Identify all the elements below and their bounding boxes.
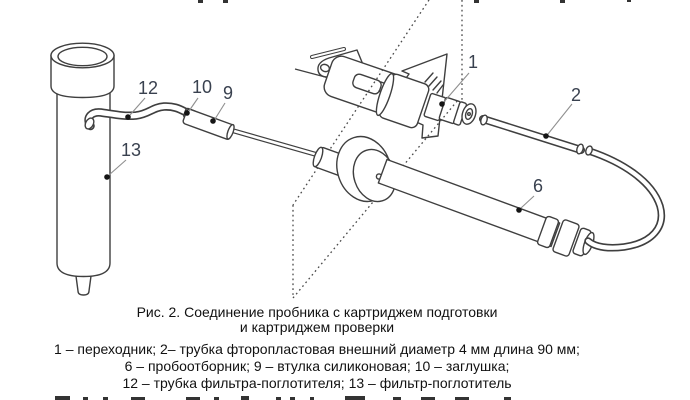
filter-absorber [50, 42, 115, 296]
callout-9: 9 [223, 83, 233, 103]
callout-2: 2 [571, 85, 581, 105]
figure-legend-line-2: 6 – пробоотборник; 9 – втулка силиконова… [124, 358, 510, 374]
callout-12: 12 [138, 78, 158, 98]
plate-hatch-marks [424, 72, 444, 94]
callout-13: 13 [121, 140, 141, 160]
filter-tube-assembly [84, 102, 235, 140]
figure-caption-line-2: и картриджем проверки [239, 319, 395, 335]
sampler-probe [233, 128, 595, 257]
probe-body [377, 158, 561, 248]
clipped-text-remnants-bottom [55, 396, 511, 400]
fluoroplastic-tube [479, 114, 585, 155]
figure-legend-line-3: 12 – трубка фильтра-поглотителя; 13 – фи… [122, 375, 512, 391]
callout-numbers: 1 2 6 9 10 12 13 [121, 52, 581, 196]
callout-6: 6 [533, 176, 543, 196]
figure-legend-line-1: 1 – переходник; 2– трубка фторопластовая… [54, 341, 580, 357]
curved-hose [584, 145, 666, 252]
figure-caption-line-1: Рис. 2. Соединение пробника с картриджем… [136, 304, 498, 320]
clipped-text-remnants-top [198, 0, 631, 3]
adapter-fitting [423, 92, 477, 126]
callout-leaders [104, 72, 573, 213]
callout-10: 10 [192, 77, 212, 97]
callout-1: 1 [468, 52, 478, 72]
verification-cartridge [294, 47, 430, 129]
